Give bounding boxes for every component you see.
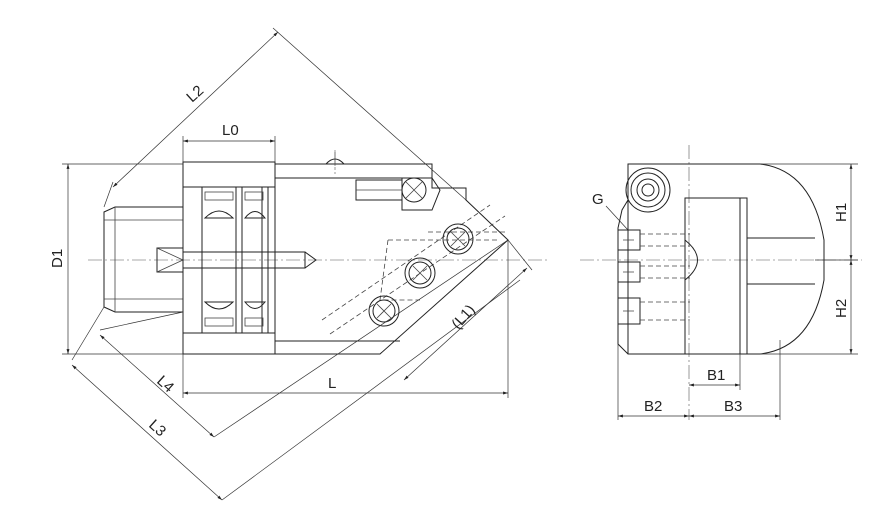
head-body — [275, 150, 509, 355]
label-b3: B3 — [724, 398, 742, 415]
label-b2: B2 — [644, 398, 662, 415]
label-l: L — [328, 375, 336, 392]
label-l4: L4 — [153, 372, 177, 396]
side-view: L2 L0 D1 L4 L3 L (L1) — [49, 27, 548, 501]
label-d1: D1 — [49, 249, 66, 268]
front-dimension-lines — [605, 163, 858, 420]
label-l1: (L1) — [448, 301, 478, 332]
dimension-lines — [62, 27, 533, 501]
label-b1: B1 — [707, 367, 725, 384]
label-h1: H1 — [833, 203, 850, 222]
front-view: G H1 H2 B1 B2 B3 — [580, 145, 862, 420]
label-l3: L3 — [145, 416, 169, 440]
label-h2: H2 — [833, 299, 850, 318]
insert-screws — [617, 229, 690, 325]
label-l0: L0 — [222, 122, 239, 139]
shank — [103, 206, 184, 313]
flange — [182, 161, 317, 355]
label-g: G — [592, 191, 604, 208]
